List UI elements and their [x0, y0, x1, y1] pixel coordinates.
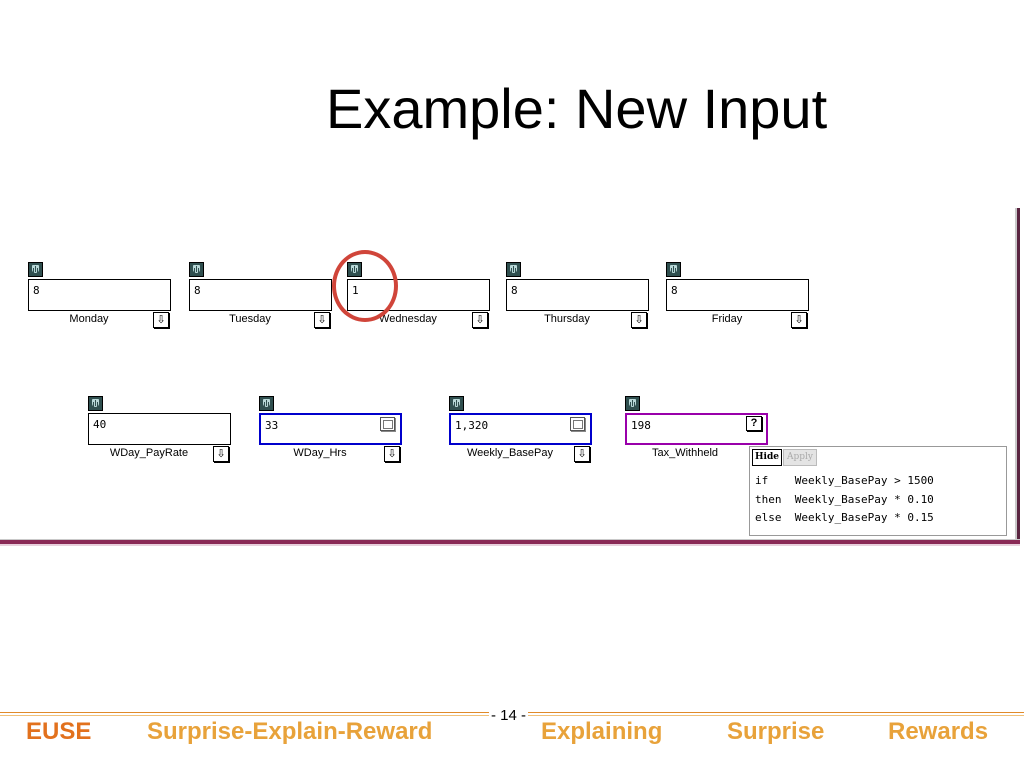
- cell-label-thursday: Thursday: [544, 313, 590, 325]
- cell-label-tax-withheld: Tax_Withheld: [651, 447, 719, 459]
- cell-value-weekly-basepay[interactable]: 1,320: [449, 413, 592, 445]
- footer-explaining[interactable]: Explaining: [541, 718, 663, 745]
- down-arrow-icon[interactable]: ⇩: [384, 446, 400, 462]
- cell-thursday: 8 Thursday ⇩: [506, 262, 649, 330]
- cell-shield-icon[interactable]: [28, 262, 43, 277]
- formula-line: if Weekly_BasePay > 1500: [755, 474, 934, 487]
- hide-button[interactable]: Hide: [752, 449, 782, 466]
- down-arrow-icon[interactable]: ⇩: [472, 312, 488, 328]
- cell-value-thursday[interactable]: 8: [506, 279, 649, 311]
- down-arrow-icon[interactable]: ⇩: [631, 312, 647, 328]
- cell-label-wday-hrs: WDay_Hrs: [293, 447, 347, 459]
- cell-label-friday: Friday: [711, 313, 743, 325]
- cell-shield-icon[interactable]: [189, 262, 204, 277]
- cell-label-wednesday: Wednesday: [379, 313, 437, 325]
- cell-value-tuesday[interactable]: 8: [189, 279, 332, 311]
- footer-euse[interactable]: EUSE: [26, 718, 92, 745]
- formula-line: then Weekly_BasePay * 0.10: [755, 492, 934, 506]
- down-arrow-icon[interactable]: ⇩: [574, 446, 590, 462]
- cell-shield-icon[interactable]: [449, 396, 464, 411]
- cell-tax-withheld: 198 ? Tax_Withheld: [625, 396, 768, 464]
- cell-label-monday: Monday: [69, 313, 109, 325]
- cell-wday-hrs: 33 WDay_Hrs ⇩: [259, 396, 402, 464]
- cell-shield-icon[interactable]: [259, 396, 274, 411]
- footer-rewards[interactable]: Rewards: [888, 718, 989, 745]
- cell-friday: 8 Friday ⇩: [666, 262, 809, 330]
- cell-tuesday: 8 Tuesday ⇩: [189, 262, 332, 330]
- highlight-circle: [332, 250, 398, 322]
- cell-label-wday-payrate: WDay_PayRate: [109, 447, 189, 459]
- down-arrow-icon[interactable]: ⇩: [213, 446, 229, 462]
- cell-value-tax-withheld[interactable]: 198: [625, 413, 768, 445]
- question-icon[interactable]: ?: [746, 416, 762, 431]
- apply-button[interactable]: Apply: [783, 449, 817, 466]
- down-arrow-icon[interactable]: ⇩: [791, 312, 807, 328]
- cell-value-wday-hrs[interactable]: 33: [259, 413, 402, 445]
- cell-value-wday-payrate[interactable]: 40: [88, 413, 231, 445]
- slide-title: Example: New Input: [326, 77, 828, 140]
- cell-weekly-basepay: 1,320 Weekly_BasePay ⇩: [449, 396, 592, 464]
- checkbox-icon[interactable]: [380, 417, 395, 431]
- cell-shield-icon[interactable]: [88, 396, 103, 411]
- formula-line: else Weekly_BasePay * 0.15: [755, 511, 934, 524]
- cell-value-friday[interactable]: 8: [666, 279, 809, 311]
- checkbox-icon[interactable]: [570, 417, 585, 431]
- cell-label-tuesday: Tuesday: [229, 313, 271, 325]
- footer-surprise[interactable]: Surprise: [727, 718, 825, 745]
- down-arrow-icon[interactable]: ⇩: [153, 312, 169, 328]
- cell-shield-icon[interactable]: [666, 262, 681, 277]
- cell-monday: 8 Monday ⇩: [28, 262, 171, 330]
- cell-value-monday[interactable]: 8: [28, 279, 171, 311]
- footer-surprise-explain-reward[interactable]: Surprise-Explain-Reward: [147, 718, 433, 745]
- window-border-bottom: [0, 539, 1020, 546]
- down-arrow-icon[interactable]: ⇩: [314, 312, 330, 328]
- cell-label-weekly-basepay: Weekly_BasePay: [466, 447, 553, 459]
- cell-wday-payrate: 40 WDay_PayRate ⇩: [88, 396, 231, 464]
- formula-text[interactable]: if Weekly_BasePay > 1500 then Weekly_Base…: [755, 472, 934, 528]
- formula-panel: Hide Apply if Weekly_BasePay > 1500 then …: [749, 446, 1007, 536]
- window-border-right: [1015, 208, 1024, 546]
- page-number: - 14 -: [489, 707, 529, 724]
- cell-shield-icon[interactable]: [506, 262, 521, 277]
- cell-shield-icon[interactable]: [625, 396, 640, 411]
